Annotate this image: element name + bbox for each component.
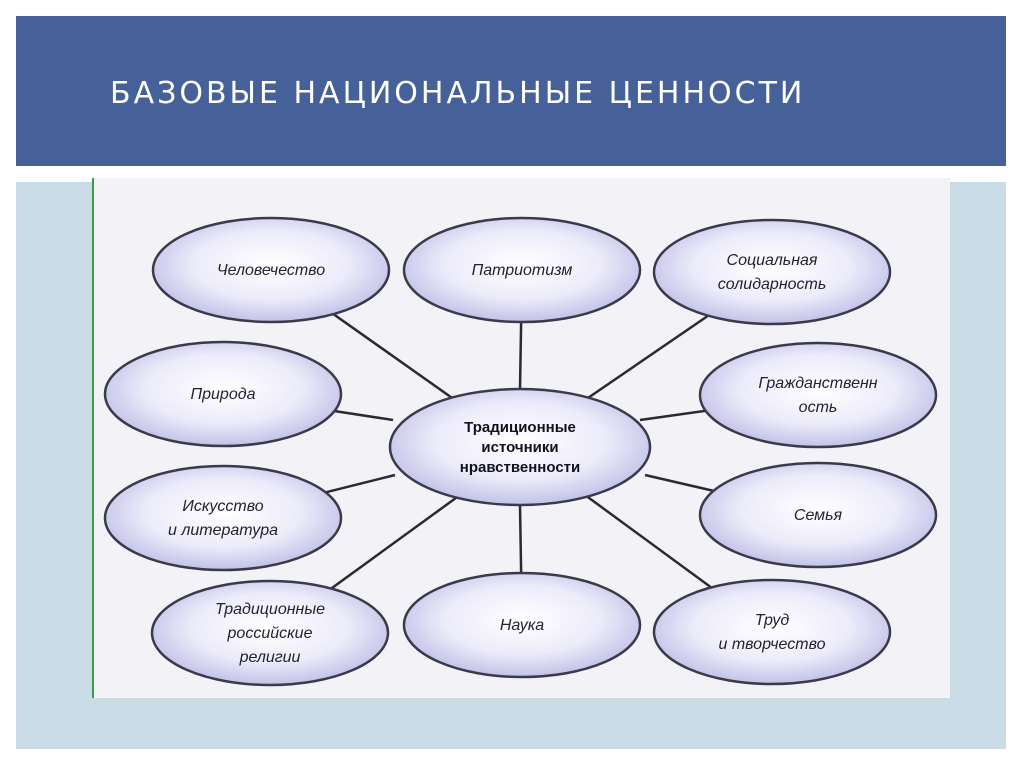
node-citizenship-ellipse xyxy=(698,341,938,449)
node-nature-ellipse xyxy=(103,340,343,448)
center-node-ellipse xyxy=(388,387,652,507)
node-patriotism-ellipse xyxy=(402,216,642,324)
title-bar xyxy=(16,16,1006,166)
node-family-label: Семья xyxy=(794,507,843,524)
node-labor-creativity-ellipse xyxy=(652,578,892,686)
node-social-solidarity-ellipse xyxy=(652,218,892,326)
node-science-label: Наука xyxy=(500,617,544,634)
node-patriotism-label: Патриотизм xyxy=(472,262,573,279)
node-family-ellipse xyxy=(698,461,938,569)
node-humanity-ellipse xyxy=(151,216,391,324)
slide-title: БАЗОВЫЕ НАЦИОНАЛЬНЫЕ ЦЕННОСТИ xyxy=(110,76,806,111)
node-humanity-label: Человечество xyxy=(217,262,325,279)
node-nature-label: Природа xyxy=(191,386,256,403)
node-traditional-religions-ellipse xyxy=(150,579,390,687)
node-science-ellipse xyxy=(402,571,642,679)
node-art-literature-ellipse xyxy=(103,464,343,572)
